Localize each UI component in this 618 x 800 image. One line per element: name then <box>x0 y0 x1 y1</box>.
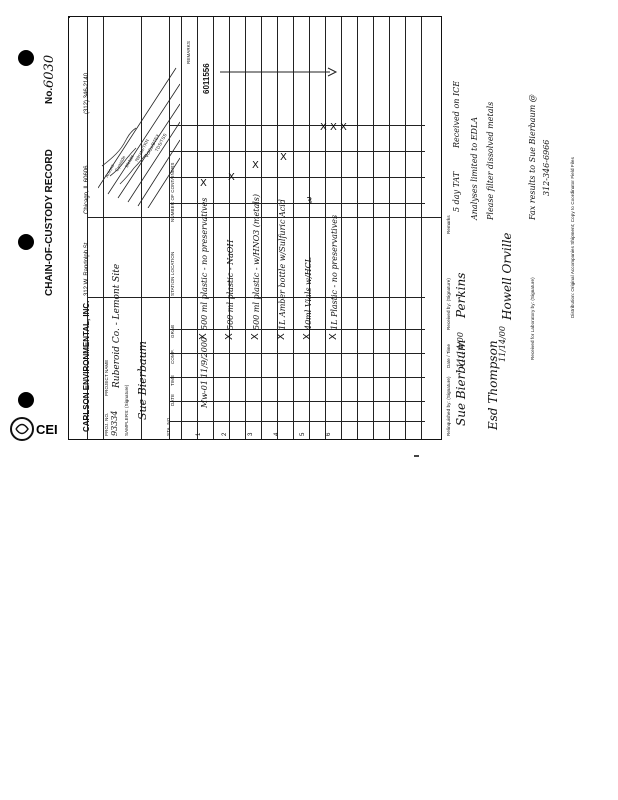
company-phone: (312) 346-2140 <box>84 72 90 114</box>
row-1-analysis-mark[interactable]: X <box>200 178 207 189</box>
svg-text:CEI: CEI <box>36 422 58 437</box>
col-header-station-location: STATION LOCATION <box>170 251 175 296</box>
company-name: CARLSON ENVIRONMENTAL, INC. <box>82 300 91 432</box>
company-logo: CEI <box>10 417 58 441</box>
row-3-grab[interactable]: X <box>250 333 261 340</box>
row-5-sta: 5 <box>300 432 306 436</box>
samplers-label: SAMPLERS: (Signature) <box>124 384 129 436</box>
continuation-arrow-icon <box>220 67 338 77</box>
row-5-analysis-mark[interactable]: 3 <box>306 196 313 207</box>
binder-hole-bottom <box>18 392 34 408</box>
row-5-grab[interactable]: X <box>302 333 313 340</box>
binder-hole-top <box>18 50 34 66</box>
col-header-sta-no: STA. NO. <box>166 416 171 436</box>
side-code: 6011556 <box>202 63 211 94</box>
row-6-sta: 6 <box>326 432 332 436</box>
col-header-comp: COMP. <box>170 349 175 364</box>
row-6-grab[interactable]: X <box>328 333 339 340</box>
scan-artifact <box>414 455 419 457</box>
row-4-location[interactable]: 1L Amber bottle w/Sulfuric Acid <box>278 199 287 330</box>
received-label: Received by: (Signature) <box>446 278 451 330</box>
form-title: CHAIN-OF-CUSTODY RECORD <box>44 149 55 296</box>
project-name-label: PROJECT NAME <box>104 359 109 396</box>
remarks-label: Remarks <box>446 215 451 234</box>
remarks-line-4[interactable]: Please filter dissolved metals <box>486 101 495 220</box>
company-address: 312 W. Randolph St. <box>84 240 90 296</box>
row-1-grab[interactable]: X <box>198 333 209 340</box>
received-lab-label: Received for Laboratory by: (Signature) <box>530 277 535 360</box>
remarks-line-2[interactable]: Received on ICE <box>452 80 461 148</box>
received-signature-2[interactable]: Howell Orville <box>500 232 514 320</box>
row-2-analysis-mark[interactable]: X <box>228 172 235 183</box>
proj-no-label: PROJ. NO. <box>104 412 109 436</box>
samplers-signature[interactable]: Sue Bierbaum <box>136 340 149 420</box>
row-1-time[interactable]: 11/9/2000 <box>200 336 209 378</box>
custody-form <box>68 16 442 440</box>
row-3-location[interactable]: 500 ml plastic - w/HNO3 (metals) <box>252 193 261 330</box>
row-6-analysis-mark-2[interactable]: X <box>330 122 337 133</box>
row-3-sta: 3 <box>248 432 254 436</box>
relinquished-label: Relinquished by: (Signature) <box>446 376 451 436</box>
row-1-location[interactable]: 500 ml plastic - no preservatives <box>200 197 209 330</box>
row-6-location[interactable]: 1L Plastic - no preservatives <box>330 214 339 330</box>
date-time-label: Date / Time <box>446 343 451 368</box>
received-signature[interactable]: Perkins <box>454 272 468 318</box>
col-header-date: DATE <box>170 393 175 406</box>
binder-hole-middle <box>18 234 34 250</box>
row-1-date[interactable]: Mw-01 <box>200 380 209 408</box>
row-2-grab[interactable]: X <box>224 333 235 340</box>
row-1-sta: 1 <box>196 432 202 436</box>
remarks-line-6[interactable]: 312-346-6966 <box>542 139 551 196</box>
company-city: Chicago, IL 60606 <box>84 165 90 214</box>
row-6-analysis-mark-3[interactable]: X <box>340 122 347 133</box>
row-2-location[interactable]: 500 ml plastic - NaOH <box>226 239 235 330</box>
remarks-line-1[interactable]: 5 day TAT <box>452 171 461 212</box>
date-time-value[interactable]: 11/14/00 <box>456 332 465 368</box>
project-name-value[interactable]: Ruberoid Co. - Lemont Site <box>112 263 122 388</box>
row-4-analysis-mark[interactable]: X <box>280 152 287 163</box>
col-header-grab: GRAB <box>170 324 175 338</box>
row-6-analysis-mark[interactable]: X <box>320 122 327 133</box>
remarks-column-label: REMARKS <box>186 41 191 64</box>
row-4-sta: 4 <box>274 432 280 436</box>
distribution-footer: Distribution: Original Accompanies Shipm… <box>570 157 575 318</box>
col-header-time: TIME <box>170 374 175 386</box>
row-2-sta: 2 <box>222 432 228 436</box>
form-number: 6030 <box>42 54 57 88</box>
row-3-analysis-mark[interactable]: X <box>252 160 259 171</box>
analysis-header-diagonals <box>98 67 180 208</box>
date-time-value-2[interactable]: 11/14/00 <box>498 326 507 362</box>
row-4-grab[interactable]: X <box>276 333 287 340</box>
remarks-line-3[interactable]: Analyses limited to EDLA <box>470 116 479 220</box>
row-5-location[interactable]: 40ml Vials w/HCL <box>304 257 313 330</box>
proj-no-value[interactable]: 93334 <box>110 410 119 436</box>
remarks-line-5[interactable]: Fax results to Sue Bierbaum @ <box>528 94 537 220</box>
form-number-label: No. <box>44 87 55 104</box>
